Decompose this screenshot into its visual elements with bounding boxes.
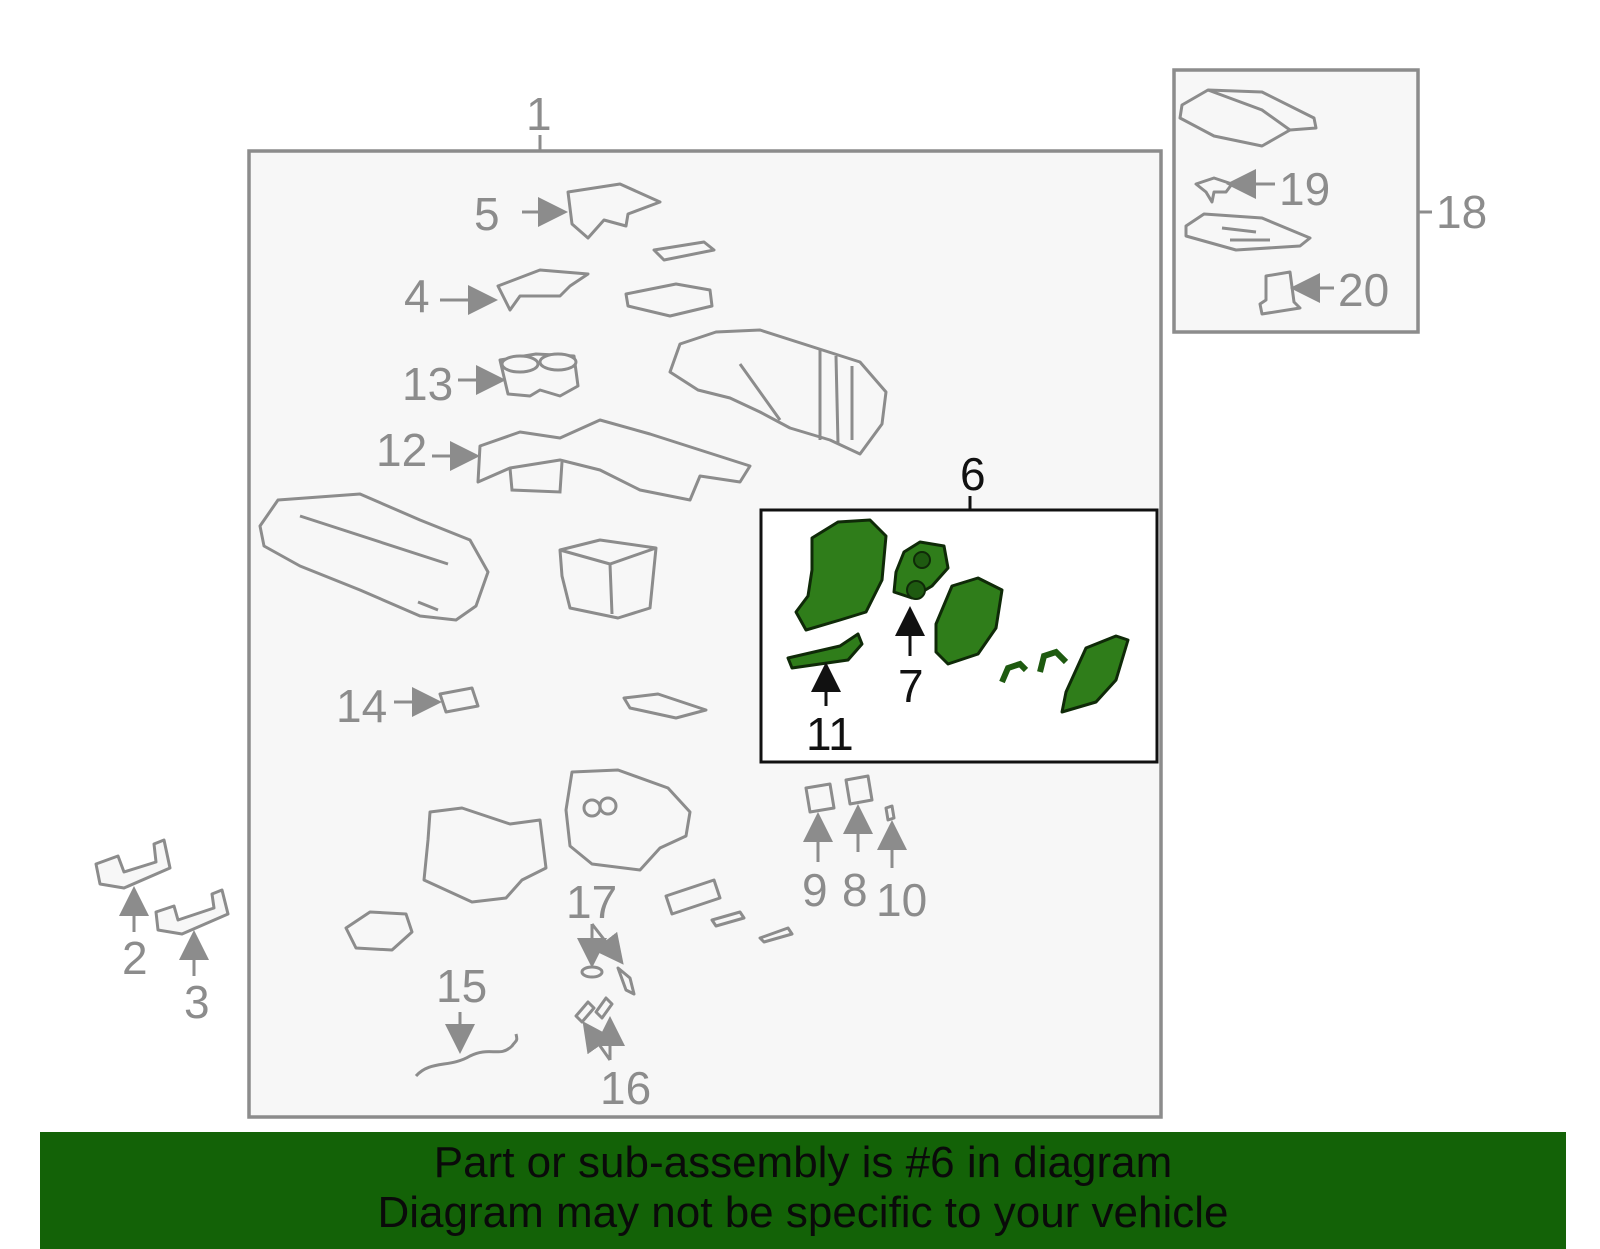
- callout-7: 7: [898, 660, 924, 712]
- callout-19: 19: [1279, 163, 1330, 215]
- callout-11: 11: [806, 708, 854, 760]
- bracket-part-3: [154, 888, 230, 936]
- callout-20: 20: [1338, 264, 1389, 316]
- lid-part-5: [566, 182, 662, 240]
- callout-12: 12: [376, 424, 427, 476]
- highlighted-trim-part: [786, 632, 864, 670]
- trim-part-b: [710, 910, 746, 928]
- highlighted-armrest-part: [794, 518, 888, 632]
- bezel-part: [344, 910, 414, 952]
- console-upper-part: [668, 328, 888, 456]
- callout-8: 8: [842, 864, 868, 916]
- callout-4: 4: [404, 270, 430, 322]
- callout-15: 15: [436, 960, 487, 1012]
- callout-10: 10: [876, 874, 927, 926]
- vent-part-8: [844, 774, 874, 806]
- callout-5: 5: [474, 188, 500, 240]
- clip-part-14: [438, 686, 480, 714]
- wire-harness-part-15: [414, 1033, 519, 1078]
- callout-14: 14: [336, 680, 387, 732]
- clip-part-10: [884, 804, 896, 822]
- highlighted-hose-part-b: [1037, 648, 1069, 673]
- highlighted-tray-part: [934, 576, 1004, 666]
- highlighted-cupholder-part: [892, 540, 950, 600]
- banner-line-1: Part or sub-assembly is #6 in diagram: [433, 1138, 1173, 1187]
- trim-part-c: [758, 926, 794, 944]
- callout-18: 18: [1436, 186, 1487, 238]
- clip-part-19: [1194, 176, 1234, 204]
- bracket-part-2: [94, 838, 172, 890]
- console-rear-part: [422, 806, 548, 904]
- clip-part-17b: [616, 966, 636, 996]
- clip-part-17a: [580, 965, 604, 979]
- callout-16: 16: [600, 1062, 651, 1114]
- callout-2: 2: [122, 932, 148, 984]
- callout-13: 13: [402, 358, 453, 410]
- vent-part-9: [804, 782, 836, 814]
- trim-part-a: [664, 878, 722, 916]
- callout-6: 6: [960, 448, 986, 500]
- highlighted-panel-part: [1060, 634, 1130, 714]
- console-base-part-12: [476, 418, 752, 502]
- callout-1: 1: [526, 88, 552, 140]
- plate-part: [622, 692, 708, 720]
- banner-line-2: Diagram may not be specific to your vehi…: [377, 1188, 1229, 1237]
- highlighted-hose-part-a: [999, 660, 1029, 684]
- parts-diagram: 1 18 19 20 5 4 13 12 14: [94, 68, 1487, 1119]
- info-banner: Part or sub-assembly is #6 in diagram Di…: [40, 1132, 1566, 1249]
- console-lower-part: [564, 768, 692, 872]
- clip-part-16a: [574, 1000, 596, 1024]
- callout-9: 9: [802, 864, 828, 916]
- tray-part: [624, 282, 714, 318]
- callout-17: 17: [566, 876, 617, 928]
- side-panel-part: [258, 492, 490, 622]
- callout-3: 3: [184, 976, 210, 1028]
- lid-part-4: [496, 268, 590, 312]
- grille-part: [652, 240, 716, 262]
- storage-bin-part: [558, 538, 658, 620]
- armrest-lid-part: [1178, 88, 1318, 148]
